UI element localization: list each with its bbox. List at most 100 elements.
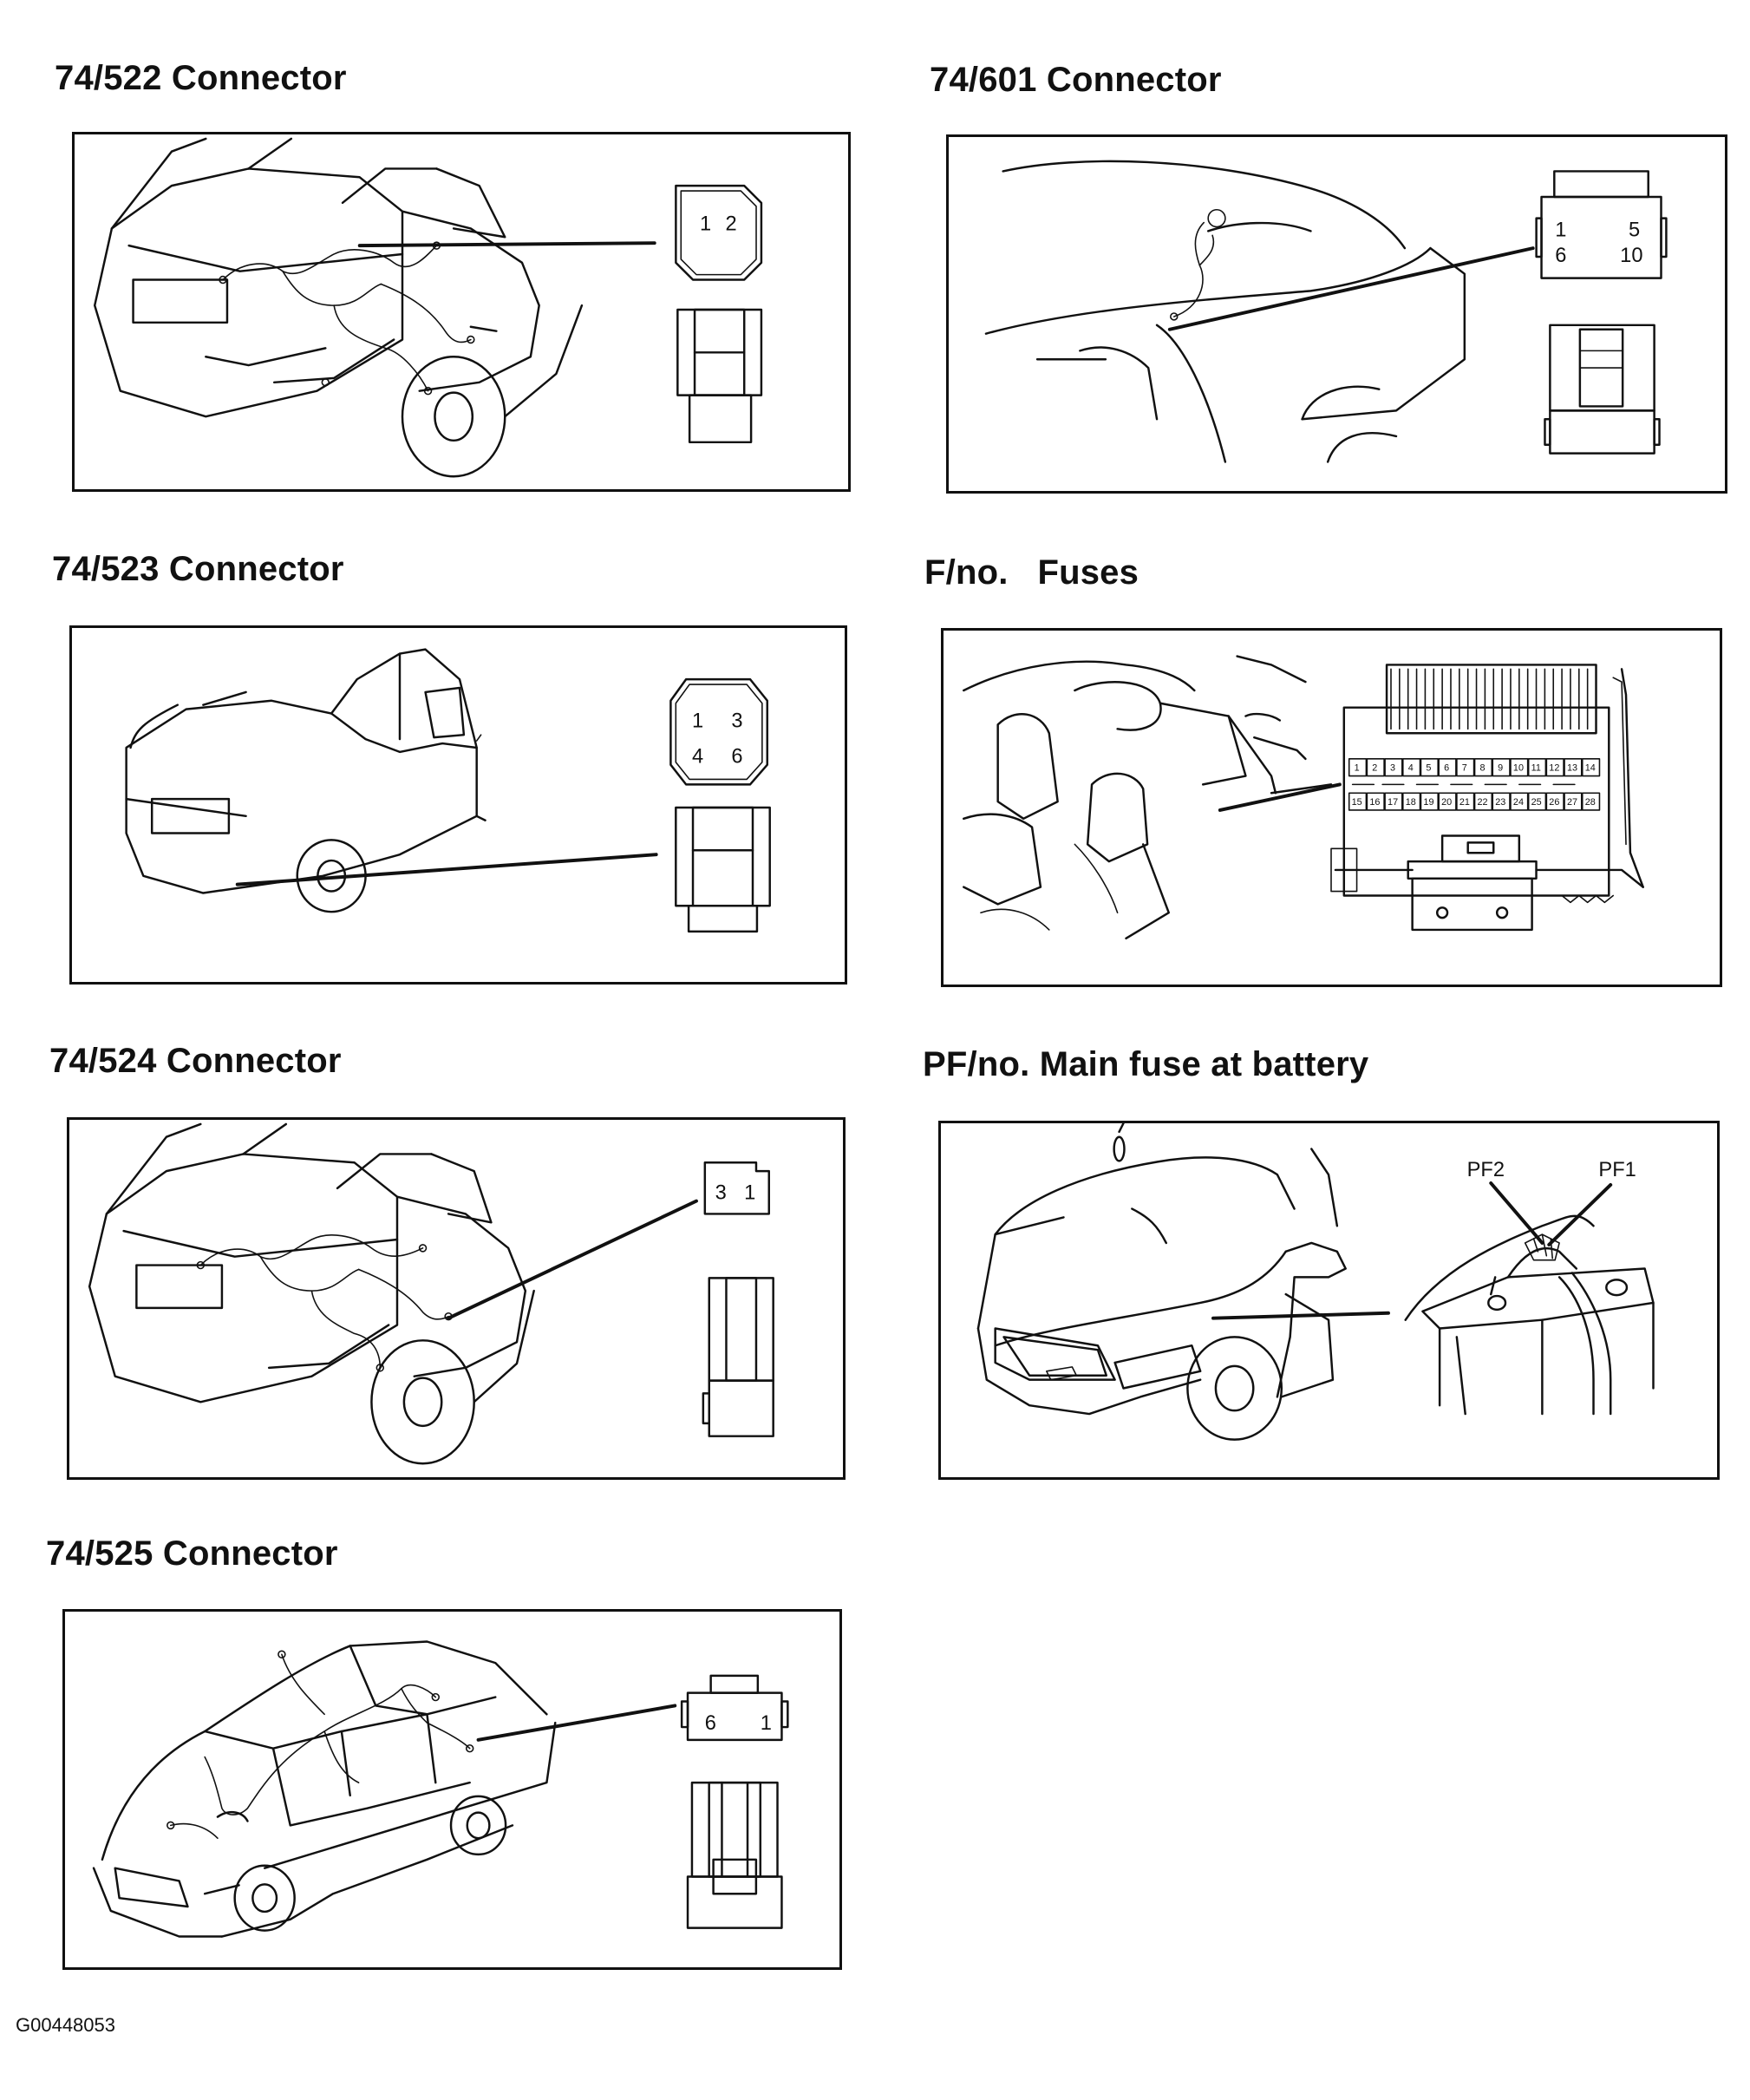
connector-face-74-601: 1 5 6 10: [1535, 170, 1668, 279]
svg-text:1: 1: [761, 1712, 772, 1735]
svg-text:27: 27: [1567, 797, 1577, 808]
pf2-label: PF2: [1467, 1159, 1505, 1181]
svg-text:7: 7: [1462, 763, 1467, 774]
svg-text:22: 22: [1478, 797, 1488, 808]
panel-74-525: 6 1: [62, 1609, 842, 1970]
connector-side-74-525: [686, 1781, 783, 1929]
pf1-label: PF1: [1598, 1159, 1636, 1181]
svg-text:3: 3: [715, 1182, 727, 1205]
svg-text:11: 11: [1531, 763, 1541, 774]
svg-text:17: 17: [1388, 797, 1398, 808]
svg-text:8: 8: [1479, 763, 1485, 774]
battery: [1404, 1214, 1655, 1416]
connector-face-74-525: 6 1: [680, 1674, 789, 1742]
car-side-view: [92, 1640, 557, 1938]
panel-main-fuse: PF2 PF1: [938, 1121, 1720, 1480]
wiring-harness: [167, 1650, 474, 1839]
fuse-row-top: 1 2 3 4 5 6 7 8 9 10 11 12 13 14: [1348, 758, 1601, 777]
panel-74-524: 3 1: [67, 1117, 846, 1480]
diagram-main-fuse: PF2 PF1: [976, 1123, 1655, 1441]
panel-74-522: 1 2: [72, 132, 851, 492]
svg-text:4: 4: [1408, 763, 1414, 774]
fuse-box: 1 2 3 4 5 6 7 8 9 10 11 12 13 14 15 16 1…: [1330, 664, 1644, 932]
pf2-leader: [1489, 1181, 1544, 1245]
connector-side-74-601: [1544, 324, 1661, 455]
title-74-601: 74/601 Connector: [930, 61, 1222, 99]
svg-text:16: 16: [1369, 797, 1380, 808]
svg-text:6: 6: [1555, 245, 1566, 267]
leader-line: [357, 241, 656, 248]
leader-line: [235, 853, 658, 886]
svg-text:3: 3: [731, 710, 742, 732]
diagram-74-525: 6 1: [92, 1640, 789, 1938]
connector-side-74-523: [675, 806, 771, 933]
svg-text:14: 14: [1585, 763, 1596, 774]
connector-face-74-524: 3 1: [703, 1161, 770, 1215]
svg-text:2: 2: [726, 213, 737, 235]
car-interior-view: [963, 655, 1333, 940]
fuse-row-bottom: 15 16 17 18 19 20 21 22 23 24 25 26 27 2…: [1348, 792, 1601, 811]
diagram-74-524: 3 1: [88, 1122, 774, 1465]
svg-text:26: 26: [1549, 797, 1559, 808]
wiring-harness: [219, 241, 475, 396]
svg-text:6: 6: [731, 746, 742, 769]
svg-text:1: 1: [700, 213, 711, 235]
car-front-view: [976, 1123, 1347, 1441]
svg-text:28: 28: [1585, 797, 1596, 808]
leader-line: [447, 1199, 698, 1320]
svg-text:25: 25: [1531, 797, 1542, 808]
svg-text:1: 1: [1555, 219, 1566, 241]
car-rear-view: [88, 1122, 535, 1465]
svg-text:5: 5: [1629, 219, 1640, 241]
title-fuses: F/no. Fuses: [924, 553, 1139, 592]
svg-text:19: 19: [1423, 797, 1433, 808]
svg-text:5: 5: [1426, 763, 1431, 774]
leader-line: [476, 1704, 677, 1742]
svg-text:13: 13: [1567, 763, 1577, 774]
svg-text:6: 6: [1444, 763, 1449, 774]
wiring-harness: [196, 1234, 453, 1372]
svg-text:9: 9: [1498, 763, 1503, 774]
diagram-fuses: 1 2 3 4 5 6 7 8 9 10 11 12 13 14 15 16 1…: [963, 655, 1644, 940]
diagram-74-522: 1 2: [93, 137, 763, 478]
connector-face-74-522: 1 2: [675, 184, 763, 281]
pf1-leader: [1547, 1182, 1613, 1246]
title-74-522: 74/522 Connector: [55, 59, 347, 97]
wiring-harness: [1170, 208, 1226, 321]
diagram-74-523: 1 3 4 6: [125, 648, 771, 933]
title-main-fuse: PF/no. Main fuse at battery: [923, 1045, 1369, 1083]
svg-text:3: 3: [1390, 763, 1395, 774]
svg-text:15: 15: [1352, 797, 1362, 808]
svg-text:1: 1: [744, 1182, 755, 1205]
leader-line: [1218, 782, 1342, 812]
title-74-524: 74/524 Connector: [49, 1042, 342, 1080]
svg-text:12: 12: [1549, 763, 1559, 774]
leader-line: [1211, 1311, 1390, 1320]
svg-text:4: 4: [692, 746, 703, 769]
connector-side-74-524: [702, 1277, 774, 1437]
car-rear-view: [125, 648, 486, 913]
car-rear-side-view: [984, 160, 1466, 463]
leader-line: [1167, 246, 1535, 331]
car-rear-view: [93, 137, 584, 478]
diagram-74-601: 1 5 6 10: [984, 160, 1668, 463]
svg-text:1: 1: [1355, 763, 1360, 774]
panel-fuses: 1 2 3 4 5 6 7 8 9 10 11 12 13 14 15 16 1…: [941, 628, 1722, 987]
figure-code: G00448053: [16, 2014, 115, 2036]
svg-text:6: 6: [705, 1712, 716, 1735]
svg-text:10: 10: [1620, 245, 1642, 267]
svg-text:18: 18: [1406, 797, 1416, 808]
svg-text:2: 2: [1372, 763, 1377, 774]
svg-text:10: 10: [1513, 763, 1524, 774]
panel-74-523: 1 3 4 6: [69, 625, 847, 985]
connector-side-74-522: [676, 308, 763, 444]
title-74-525: 74/525 Connector: [46, 1534, 338, 1573]
title-74-523: 74/523 Connector: [52, 550, 344, 588]
svg-text:24: 24: [1513, 797, 1524, 808]
svg-text:21: 21: [1459, 797, 1470, 808]
connector-face-74-523: 1 3 4 6: [669, 677, 768, 786]
svg-text:20: 20: [1441, 797, 1452, 808]
panel-74-601: 1 5 6 10: [946, 134, 1727, 494]
svg-text:23: 23: [1495, 797, 1505, 808]
svg-text:1: 1: [692, 710, 703, 732]
